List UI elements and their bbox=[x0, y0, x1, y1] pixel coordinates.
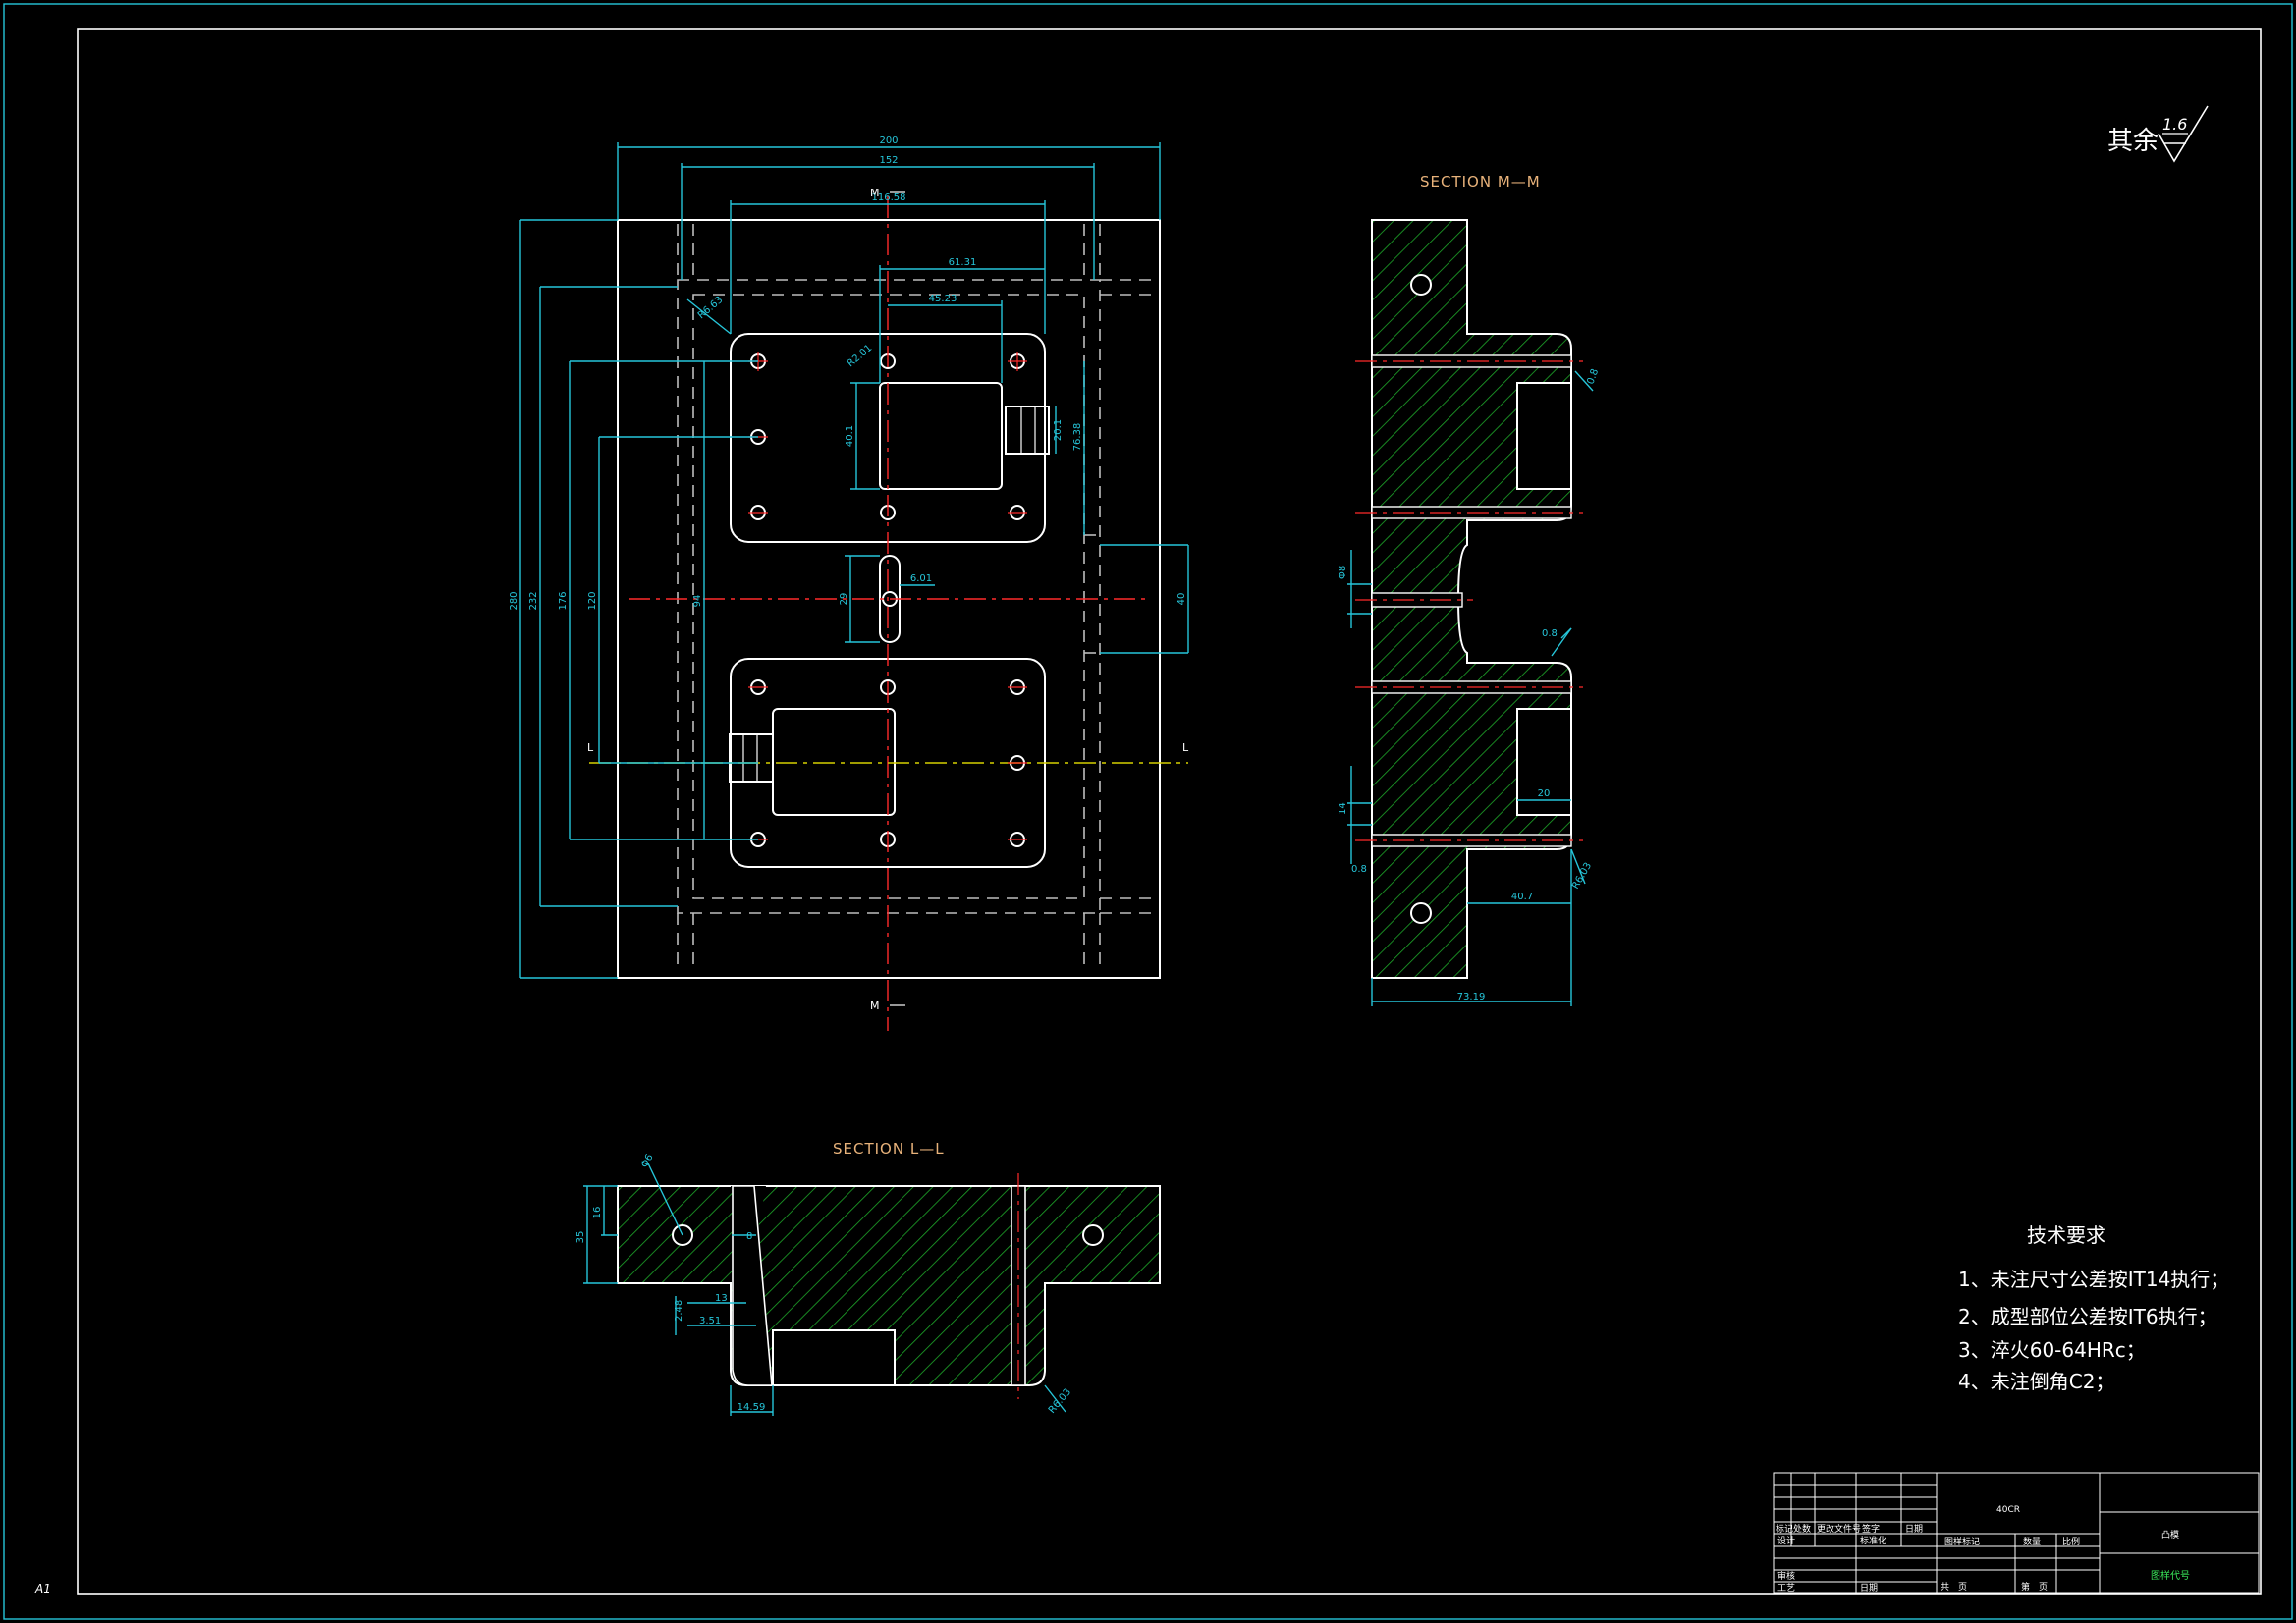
section-ll-view: SECTION L—L Φ6 35 16 8 13 2.48 3.51 14.5… bbox=[575, 1140, 1161, 1416]
title-block bbox=[1773, 1472, 2260, 1594]
title-material: 40CR bbox=[1996, 1505, 2020, 1515]
tb-row-sign: 签字 bbox=[1862, 1523, 1880, 1535]
section-mm-view: SECTION M—M 73.19 40.7 20 R6.03 0 bbox=[1338, 173, 1601, 1006]
tech-note-3: 3、淬火60-64HRc； bbox=[1958, 1338, 2146, 1362]
dim-h-total: 280 bbox=[509, 591, 519, 610]
tb-col-page: 第 页 bbox=[2021, 1581, 2048, 1593]
marker-m-top: M bbox=[870, 187, 880, 199]
tb-row-standard: 标准化 bbox=[1860, 1535, 1886, 1546]
title-part-name: 凸模 bbox=[2161, 1530, 2179, 1541]
dim-s2: 29 bbox=[839, 593, 849, 606]
ll-h2: 16 bbox=[592, 1207, 603, 1219]
mm-d-left1: Φ8 bbox=[1338, 566, 1348, 579]
tb-col-total: 共 页 bbox=[1941, 1582, 1967, 1593]
dim-inner-width: 152 bbox=[879, 155, 898, 166]
dim-w1: 61.31 bbox=[949, 257, 977, 268]
ll-a2: 13 bbox=[715, 1293, 728, 1304]
tb-col-scale: 比例 bbox=[2062, 1536, 2080, 1547]
dim-h3: 176 bbox=[558, 591, 569, 610]
section-ll-label: SECTION L—L bbox=[833, 1140, 945, 1158]
marker-l-left: L bbox=[587, 741, 594, 754]
dim-center-width: 116.58 bbox=[872, 192, 906, 203]
dim-s1: 6.01 bbox=[910, 573, 932, 584]
dim-s3: 40 bbox=[1176, 593, 1187, 606]
dim-overall-width: 200 bbox=[879, 135, 898, 146]
title-drawing-no: 图样代号 bbox=[2151, 1569, 2190, 1582]
section-mm-label: SECTION M—M bbox=[1420, 173, 1541, 190]
tb-row-date: 日期 bbox=[1905, 1524, 1923, 1535]
mm-ra2: 0.8 bbox=[1542, 628, 1558, 639]
mm-ra1: 0.8 bbox=[1585, 367, 1601, 386]
tech-notes-title: 技术要求 bbox=[2027, 1223, 2105, 1247]
tb-row-process: 工艺 bbox=[1777, 1583, 1795, 1594]
mm-dim-step: 20 bbox=[1538, 788, 1551, 799]
dim-h5: 94 bbox=[692, 595, 703, 608]
tb-col-mark: 图样标记 bbox=[1944, 1536, 1980, 1547]
marker-m-bottom: M bbox=[870, 1000, 880, 1012]
ll-h1: 35 bbox=[575, 1231, 586, 1244]
tb-row-date2: 日期 bbox=[1860, 1583, 1878, 1594]
mm-d-left2: 14 bbox=[1338, 802, 1348, 815]
plan-view: 200 152 116.58 61.31 45.23 R6.63 R2.01 2… bbox=[509, 135, 1189, 1031]
inner-frame bbox=[77, 28, 2262, 1595]
tb-row-docno: 更改文件号 bbox=[1817, 1523, 1861, 1535]
ll-r: R6.03 bbox=[1047, 1386, 1073, 1415]
tb-row-count: 处数 bbox=[1793, 1523, 1811, 1535]
dim-h4: 120 bbox=[587, 591, 598, 610]
ll-a1: 8 bbox=[746, 1231, 752, 1242]
dim-h2: 232 bbox=[528, 591, 539, 610]
mm-ra3: 0.8 bbox=[1351, 864, 1367, 875]
roughness-value: 1.6 bbox=[2162, 115, 2187, 134]
mm-dim-bottom: 73.19 bbox=[1457, 992, 1486, 1002]
tech-note-2: 2、成型部位公差按IT6执行； bbox=[1958, 1305, 2217, 1328]
dim-d2: 20.1 bbox=[1053, 419, 1064, 441]
tech-note-4: 4、未注倒角C2； bbox=[1958, 1370, 2114, 1393]
dim-d1: 40.1 bbox=[845, 425, 855, 447]
tb-row-design: 设计 bbox=[1777, 1535, 1795, 1546]
ll-a3: 2.48 bbox=[674, 1300, 684, 1322]
dim-w2: 45.23 bbox=[929, 294, 957, 304]
dim-r2: R2.01 bbox=[846, 343, 874, 369]
ll-phi: Φ6 bbox=[639, 1153, 656, 1170]
tb-row-review: 审核 bbox=[1777, 1570, 1795, 1582]
dim-d3: 76.38 bbox=[1072, 423, 1083, 452]
outer-frame bbox=[3, 3, 2293, 1620]
marker-l-right: L bbox=[1182, 741, 1189, 754]
tech-notes: 技术要求 1、未注尺寸公差按IT14执行； 2、成型部位公差按IT6执行； 3、… bbox=[1958, 1223, 2229, 1393]
roughness-prefix: 其余 bbox=[2107, 127, 2159, 156]
sheet-size: A1 bbox=[34, 1582, 51, 1596]
ll-w1: 14.59 bbox=[738, 1402, 766, 1413]
mm-dim-inner: 40.7 bbox=[1511, 892, 1533, 902]
tb-col-qty: 数量 bbox=[2023, 1536, 2041, 1547]
mm-dim-r: R6.03 bbox=[1570, 861, 1594, 892]
tech-note-1: 1、未注尺寸公差按IT14执行； bbox=[1958, 1268, 2229, 1291]
tb-row-mark: 标记 bbox=[1776, 1523, 1793, 1535]
roughness-symbol: 其余 1.6 bbox=[2107, 105, 2209, 163]
ll-a4: 3.51 bbox=[699, 1316, 721, 1326]
